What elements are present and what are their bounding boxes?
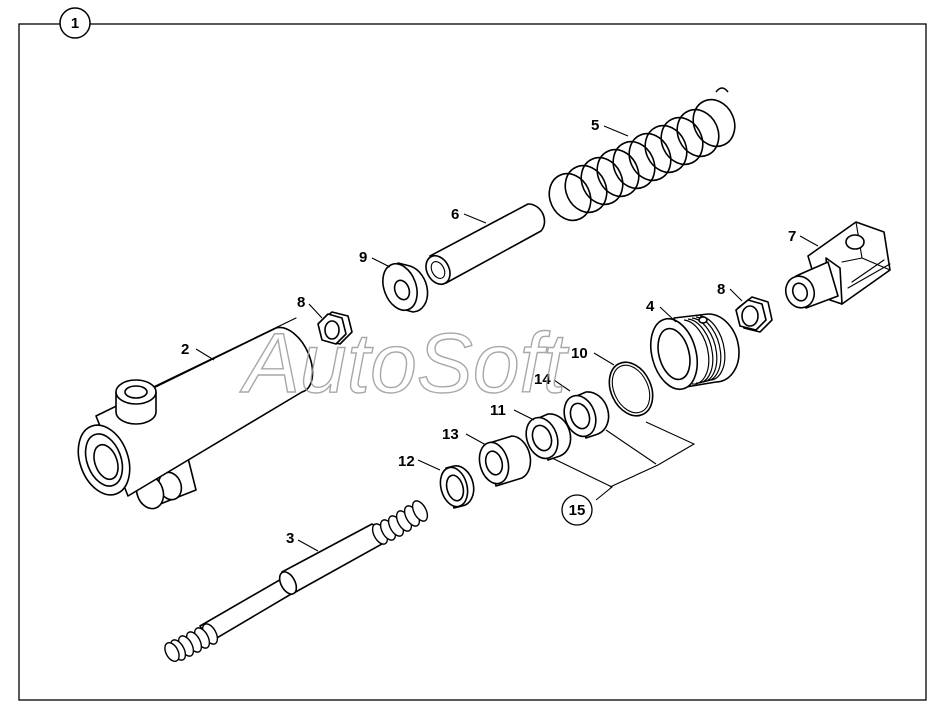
label-part-5: 5 bbox=[591, 117, 599, 134]
label-part-12: 12 bbox=[398, 453, 415, 470]
part-7-clevis bbox=[784, 221, 891, 309]
part-4-threaded-gland bbox=[649, 313, 740, 391]
diagram-frame bbox=[18, 23, 927, 701]
part-2-cylinder-body bbox=[77, 317, 314, 510]
label-part-2: 2 bbox=[181, 341, 189, 358]
leader-lines bbox=[195, 125, 819, 552]
figure-number: 1 bbox=[71, 15, 79, 32]
part-5-spring bbox=[548, 87, 736, 222]
part-13-bushing bbox=[478, 435, 532, 487]
label-part-4: 4 bbox=[646, 298, 655, 315]
label-part-10: 10 bbox=[571, 345, 588, 362]
label-part-11: 11 bbox=[490, 402, 506, 419]
part-8-nut-left bbox=[317, 311, 353, 345]
part-6-tube bbox=[425, 203, 546, 286]
label-part-8-right: 8 bbox=[717, 281, 725, 298]
label-part-13: 13 bbox=[442, 426, 459, 443]
part-11-seal-ring bbox=[525, 413, 572, 461]
label-part-15: 15 bbox=[569, 502, 586, 519]
label-part-9: 9 bbox=[359, 249, 367, 266]
part-15-callout-circle bbox=[561, 494, 593, 526]
part-3-piston-rod bbox=[164, 500, 429, 662]
part-8-nut-right bbox=[735, 296, 773, 333]
part-9-washer bbox=[382, 262, 429, 313]
label-part-3: 3 bbox=[286, 530, 294, 547]
label-part-14: 14 bbox=[534, 371, 551, 388]
part-14-seal-ring bbox=[563, 391, 610, 439]
part-labels: 2 3 4 5 6 7 8 8 9 10 11 12 13 14 15 bbox=[181, 117, 796, 547]
label-part-6: 6 bbox=[451, 206, 459, 223]
label-part-8-left: 8 bbox=[297, 294, 305, 311]
figure-number-badge: 1 bbox=[59, 7, 91, 39]
watermark: AutoSoft bbox=[239, 316, 570, 410]
part-10-o-ring bbox=[608, 361, 654, 417]
part-12-flat-washer bbox=[439, 465, 475, 509]
label-part-7: 7 bbox=[788, 228, 796, 245]
